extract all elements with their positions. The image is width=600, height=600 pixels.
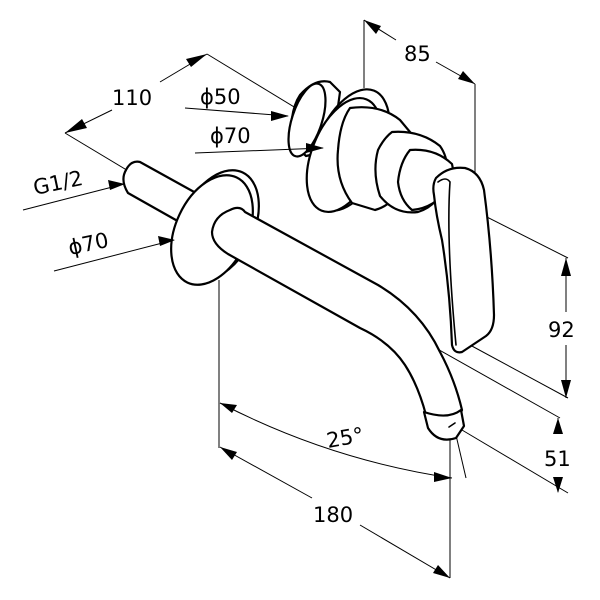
label-connection-thread: G1/2 [31, 166, 85, 200]
label-handle-depth: 85 [404, 42, 431, 66]
arrowheads [22, 19, 571, 579]
label-pipe-length: 110 [112, 86, 152, 110]
label-spout-drop: 51 [544, 447, 571, 471]
label-handle-rosette-small: ϕ50 [200, 85, 241, 109]
faucet-body [122, 80, 496, 441]
label-handle-rosette-large: ϕ70 [210, 124, 251, 148]
label-spout-projection: 180 [313, 503, 353, 527]
label-spout-angle: 25° [325, 423, 366, 453]
label-handle-height: 92 [548, 318, 575, 342]
label-spout-rosette: ϕ70 [66, 228, 111, 260]
spout [210, 206, 466, 441]
dimension-labels: 110 ϕ50 ϕ70 G1/2 ϕ70 85 92 51 25° 180 [31, 42, 575, 527]
lever-handle [432, 166, 496, 354]
